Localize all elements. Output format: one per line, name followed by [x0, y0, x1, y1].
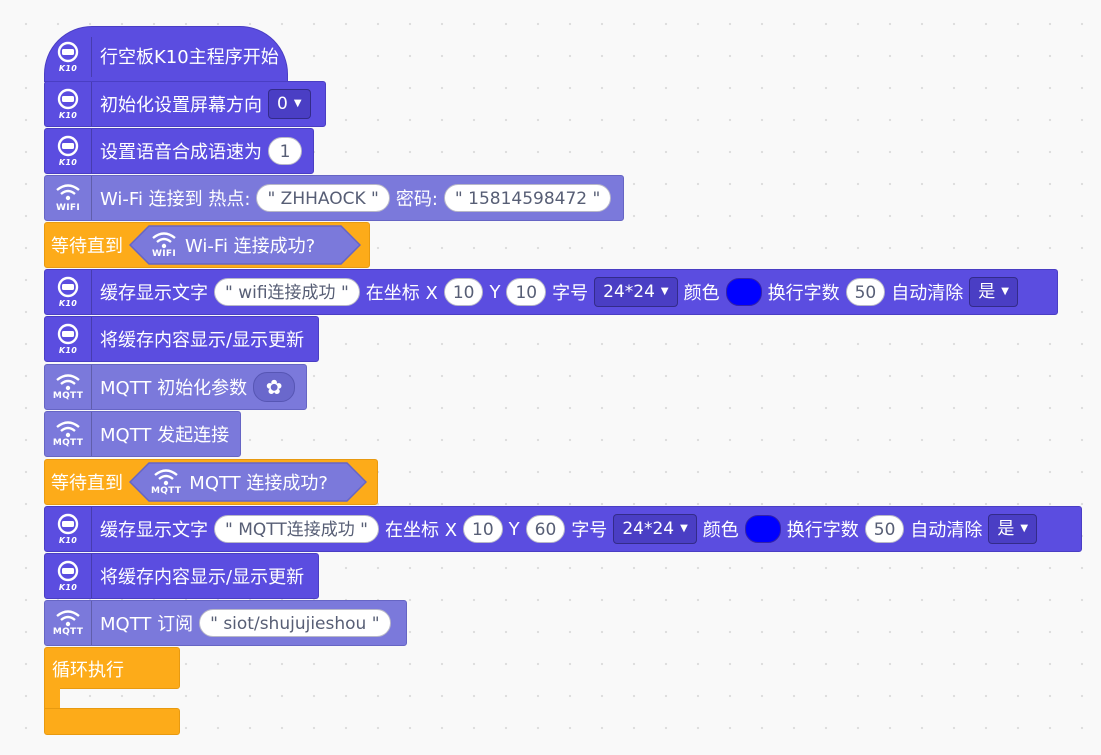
ssid-input[interactable]: " ZHHAOCK "	[256, 184, 390, 212]
font-size-label: 字号	[552, 283, 589, 304]
mqtt-wifi-icon: MQTT	[151, 468, 181, 496]
chevron-down-icon: ▼	[293, 98, 302, 109]
k10-board-icon: K10	[45, 507, 92, 551]
y-input[interactable]: 10	[506, 278, 547, 306]
coord-y-label: Y	[489, 281, 501, 303]
wifi-connected-condition[interactable]: WIFI Wi-Fi 连接成功?	[129, 225, 361, 265]
cache-text-label: 缓存显示文字	[100, 520, 208, 541]
wrap-count-input[interactable]: 50	[845, 278, 886, 306]
x-input[interactable]: 10	[463, 515, 503, 543]
wrap-label: 换行字数	[786, 520, 859, 541]
mqtt-condition-label: MQTT 连接成功?	[189, 473, 328, 494]
speech-speed-block[interactable]: K10 设置语音合成语速为 1	[44, 128, 314, 174]
wifi-icon: WIFI	[45, 176, 92, 220]
speech-speed-input[interactable]: 1	[268, 137, 302, 165]
mqtt-subscribe-label: MQTT 订阅	[100, 614, 194, 635]
color-label: 颜色	[683, 283, 720, 304]
refresh-display-label: 将缓存内容显示/显示更新	[100, 567, 305, 588]
color-label: 颜色	[702, 520, 739, 541]
auto-clear-label: 自动清除	[891, 283, 964, 304]
mqtt-subscribe-block[interactable]: MQTT MQTT 订阅 " siot/shujujieshou "	[44, 600, 407, 646]
mqtt-wifi-icon: MQTT	[45, 412, 92, 456]
speech-speed-label: 设置语音合成语速为	[100, 142, 262, 163]
chevron-down-icon: ▼	[680, 523, 688, 534]
mqtt-init-label: MQTT 初始化参数	[100, 378, 248, 399]
k10-board-icon: K10	[45, 129, 92, 173]
chevron-down-icon: ▼	[1001, 286, 1009, 297]
wait-until-label: 等待直到	[51, 473, 123, 494]
topic-input[interactable]: " siot/shujujieshou "	[199, 609, 391, 637]
gear-icon[interactable]: ✿	[253, 372, 296, 402]
init-screen-block[interactable]: K10 初始化设置屏幕方向 0▼	[44, 81, 326, 127]
coord-x-label: 在坐标 X	[384, 520, 458, 541]
wait-until-mqtt-block[interactable]: 等待直到 MQTT MQTT 连接成功?	[44, 459, 378, 505]
font-size-dropdown[interactable]: 24*24▼	[613, 514, 697, 544]
k10-board-icon: K10	[45, 554, 92, 598]
display-text-input[interactable]: " MQTT连接成功 "	[214, 515, 379, 543]
mqtt-init-block[interactable]: MQTT MQTT 初始化参数 ✿	[44, 364, 307, 410]
x-input[interactable]: 10	[443, 278, 484, 306]
cache-text-block-1[interactable]: K10 缓存显示文字 " wifi连接成功 " 在坐标 X 10 Y 10 字号…	[44, 269, 1058, 315]
color-picker[interactable]	[725, 278, 762, 306]
wifi-connect-label: Wi-Fi 连接到 热点:	[100, 189, 251, 210]
coord-y-label: Y	[508, 518, 520, 540]
password-input[interactable]: " 15814598472 "	[443, 184, 612, 212]
font-size-label: 字号	[571, 520, 608, 541]
chevron-down-icon: ▼	[1020, 523, 1029, 534]
mqtt-connect-block[interactable]: MQTT MQTT 发起连接	[44, 411, 241, 457]
cache-text-block-2[interactable]: K10 缓存显示文字 " MQTT连接成功 " 在坐标 X 10 Y 60 字号…	[44, 506, 1082, 552]
wait-until-wifi-block[interactable]: 等待直到 WIFI Wi-Fi 连接成功?	[44, 222, 370, 268]
init-screen-label: 初始化设置屏幕方向	[100, 95, 262, 116]
mqtt-connected-condition[interactable]: MQTT MQTT 连接成功?	[129, 462, 367, 502]
k10-board-icon: K10	[45, 37, 92, 77]
display-text-input[interactable]: " wifi连接成功 "	[214, 278, 360, 306]
coord-x-label: 在坐标 X	[365, 283, 438, 304]
wifi-condition-label: Wi-Fi 连接成功?	[185, 236, 316, 257]
wrap-label: 换行字数	[767, 283, 840, 304]
start-label: 行空板K10主程序开始	[100, 47, 279, 68]
wifi-connect-block[interactable]: WIFI Wi-Fi 连接到 热点: " ZHHAOCK " 密码: " 158…	[44, 175, 624, 221]
y-input[interactable]: 60	[525, 515, 566, 543]
loop-label: 循环执行	[52, 660, 124, 681]
k10-main-start-block[interactable]: K10 行空板K10主程序开始	[44, 26, 288, 82]
mqtt-wifi-icon: MQTT	[45, 601, 92, 645]
refresh-display-block-1[interactable]: K10 将缓存内容显示/显示更新	[44, 316, 319, 362]
k10-board-icon: K10	[45, 317, 92, 361]
wrap-count-input[interactable]: 50	[864, 515, 905, 543]
font-size-dropdown[interactable]: 24*24▼	[594, 277, 678, 307]
k10-board-icon: K10	[45, 82, 92, 126]
color-picker[interactable]	[744, 515, 781, 543]
chevron-down-icon: ▼	[660, 286, 669, 297]
forever-loop-block[interactable]: 循环执行	[44, 647, 181, 736]
mqtt-wifi-icon: MQTT	[45, 365, 92, 409]
cache-text-label: 缓存显示文字	[100, 283, 208, 304]
refresh-display-label: 将缓存内容显示/显示更新	[100, 330, 305, 351]
mqtt-connect-label: MQTT 发起连接	[100, 425, 230, 446]
k10-board-icon: K10	[45, 270, 92, 314]
auto-clear-label: 自动清除	[910, 520, 983, 541]
wifi-icon: WIFI	[151, 231, 177, 259]
refresh-display-block-2[interactable]: K10 将缓存内容显示/显示更新	[44, 553, 319, 599]
password-label: 密码:	[395, 189, 438, 210]
auto-clear-dropdown[interactable]: 是▼	[988, 514, 1038, 544]
wait-until-label: 等待直到	[51, 236, 123, 257]
screen-direction-dropdown[interactable]: 0▼	[268, 89, 311, 119]
auto-clear-dropdown[interactable]: 是▼	[969, 277, 1018, 307]
